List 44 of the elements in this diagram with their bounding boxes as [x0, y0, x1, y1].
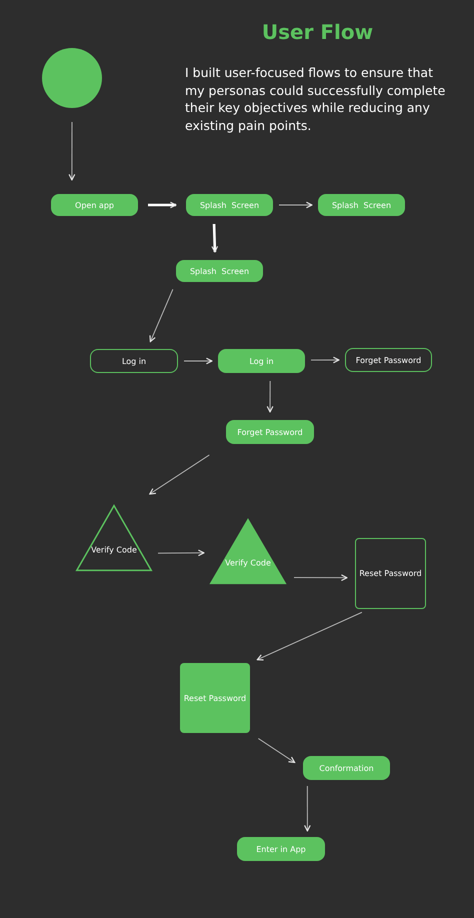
arrow — [149, 288, 174, 342]
arrow — [278, 202, 313, 208]
node-label: Conformation — [319, 764, 374, 772]
screen-box — [180, 663, 250, 733]
arrow — [148, 202, 177, 208]
arrow — [256, 612, 362, 660]
description-text: I built user-focused flows to ensure that my personas could successfully complete their key objectives while reducing any existing pain points. — [185, 64, 446, 134]
node-label: Splash Screen — [200, 200, 260, 210]
process-box — [176, 260, 263, 282]
arrow — [258, 738, 296, 764]
node-label: Enter in App — [256, 844, 306, 854]
screen-box — [355, 538, 426, 609]
title: User Flow — [260, 20, 374, 44]
node-label: Reset Password — [184, 694, 246, 702]
arrow — [310, 356, 340, 364]
node-label: Open app — [75, 200, 114, 210]
node-label: Log in — [122, 356, 146, 366]
arrow — [149, 454, 210, 495]
arrow — [158, 550, 205, 556]
node-label: Log in — [249, 356, 274, 366]
process-box — [318, 194, 405, 216]
triangle-node — [210, 519, 286, 584]
node-label: Forget Password — [356, 356, 422, 364]
arrow — [211, 224, 218, 253]
node-label: Splash Screen — [332, 200, 392, 210]
process-box — [90, 349, 178, 373]
arrow — [68, 122, 76, 181]
node-label: Splash Screen — [190, 266, 250, 276]
node-label: Reset Password — [359, 569, 422, 578]
arrow — [184, 358, 213, 364]
node-label: Forget Password — [237, 428, 303, 436]
arrow — [294, 574, 348, 582]
triangle-node — [76, 505, 152, 571]
arrow — [304, 786, 311, 832]
process-box — [237, 837, 325, 861]
process-box — [226, 420, 314, 444]
node-label: Verify Code — [90, 545, 138, 554]
process-box — [345, 348, 432, 372]
node-label: Verify Code — [224, 558, 272, 568]
process-box — [303, 756, 390, 780]
process-box — [218, 349, 305, 373]
process-box — [51, 194, 138, 216]
arrow — [266, 380, 274, 413]
process-box — [186, 194, 273, 216]
